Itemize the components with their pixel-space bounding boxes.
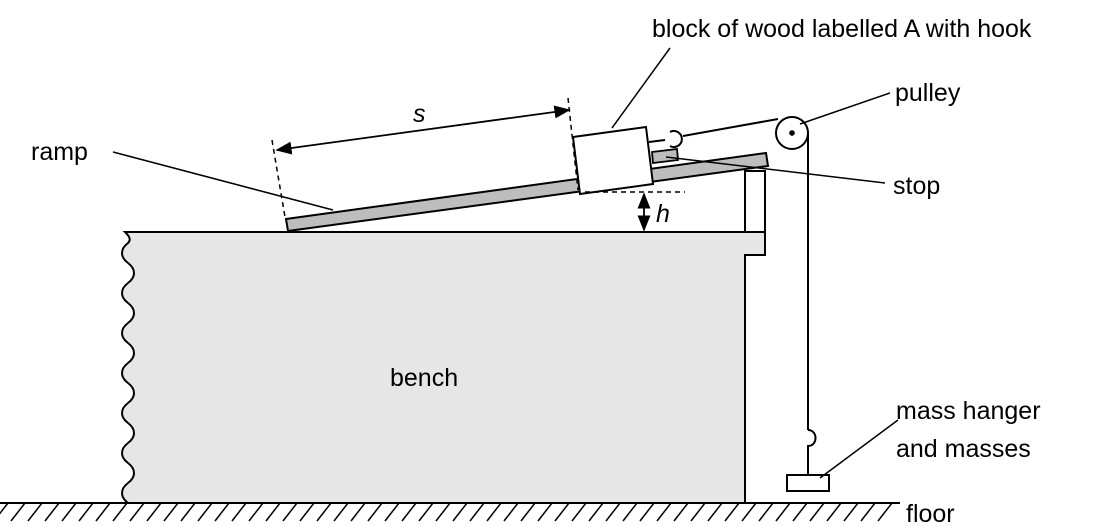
block-leader: [611, 47, 671, 129]
floor-hatch-line: [316, 502, 332, 522]
floor-hatch-line: [180, 502, 196, 522]
floor-hatch-line: [214, 502, 230, 522]
mass-leader: [819, 419, 899, 479]
floor-hatch-line: [622, 502, 638, 522]
floor-hatch-line: [605, 502, 621, 522]
floor-hatch-line: [27, 502, 43, 522]
ramp-leader: [112, 151, 334, 211]
floor-hatch-line: [520, 502, 536, 522]
ramp: [284, 151, 770, 233]
floor-hatch-line: [588, 502, 604, 522]
floor-hatch-line: [129, 502, 145, 522]
floor-hatch-line: [197, 502, 213, 522]
floor-hatch-line: [554, 502, 570, 522]
h-dimension: [585, 191, 685, 232]
floor: [0, 502, 900, 522]
floor-hatch-line: [248, 502, 264, 522]
floor-hatch-line: [231, 502, 247, 522]
floor-hatch-line: [0, 502, 9, 515]
mass-hanger-label-line1: mass hanger: [896, 397, 1041, 425]
floor-hatch-line: [61, 502, 77, 522]
floor-hatch-line: [860, 502, 876, 522]
floor-hatch-line: [537, 502, 553, 522]
floor-hatch-line: [809, 502, 825, 522]
floor-hatch-line: [469, 502, 485, 522]
mass-hanger-label-line2: and masses: [896, 435, 1031, 463]
floor-hatch-line: [877, 502, 893, 522]
floor-hatch-line: [639, 502, 655, 522]
block-label: block of wood labelled A with hook: [652, 15, 1032, 43]
floor-hatch-line: [333, 502, 349, 522]
floor-hatch-line: [503, 502, 519, 522]
floor-hatch-line: [265, 502, 281, 522]
floor-hatch-line: [656, 502, 672, 522]
floor-hatch-line: [78, 502, 94, 522]
floor-hatch-line: [843, 502, 859, 522]
floor-hatch-line: [707, 502, 723, 522]
floor-hatch-line: [673, 502, 689, 522]
string-to-pulley: [682, 118, 779, 137]
floor-hatch-line: [112, 502, 128, 522]
floor-hatch-line: [826, 502, 842, 522]
floor-hatch-line: [10, 502, 26, 522]
stop-leader: [665, 156, 886, 184]
floor-hatch-line: [146, 502, 162, 522]
floor-hatch-line: [792, 502, 808, 522]
floor-hatch-line: [350, 502, 366, 522]
floor-hatch-line: [384, 502, 400, 522]
pulley-label: pulley: [895, 79, 961, 107]
floor-label: floor: [906, 500, 955, 527]
floor-hatch-line: [571, 502, 587, 522]
floor-hatch-line: [163, 502, 179, 522]
floor-hatch-line: [724, 502, 740, 522]
s-dimension: [271, 97, 579, 218]
stop-label: stop: [893, 172, 940, 200]
bench: [121, 231, 766, 504]
bench-label: bench: [390, 364, 458, 392]
floor-hatch-line: [435, 502, 451, 522]
floor-hatch-line: [401, 502, 417, 522]
floor-hatch-line: [282, 502, 298, 522]
block-hook-icon: [648, 130, 683, 148]
floor-hatch-line: [367, 502, 383, 522]
wooden-block: [571, 125, 655, 196]
floor-hatch-line: [452, 502, 468, 522]
stop: [651, 147, 679, 165]
floor-hatch-line: [418, 502, 434, 522]
pulley-leader: [799, 92, 891, 125]
floor-hatch-line: [758, 502, 774, 522]
floor-hatch-line: [775, 502, 791, 522]
s-label: s: [413, 100, 426, 128]
floor-hatch-line: [299, 502, 315, 522]
ramp-label: ramp: [31, 138, 88, 166]
mass-hanger-hook-icon: [807, 429, 817, 475]
h-label: h: [656, 200, 670, 228]
floor-hatch-line: [741, 502, 757, 522]
mass-hanger: [786, 474, 830, 492]
floor-hatch-line: [95, 502, 111, 522]
floor-hatch-line: [486, 502, 502, 522]
floor-hatch-line: [44, 502, 60, 522]
floor-hatch-line: [690, 502, 706, 522]
ramp-support: [744, 170, 766, 233]
pulley-icon: [775, 116, 809, 150]
